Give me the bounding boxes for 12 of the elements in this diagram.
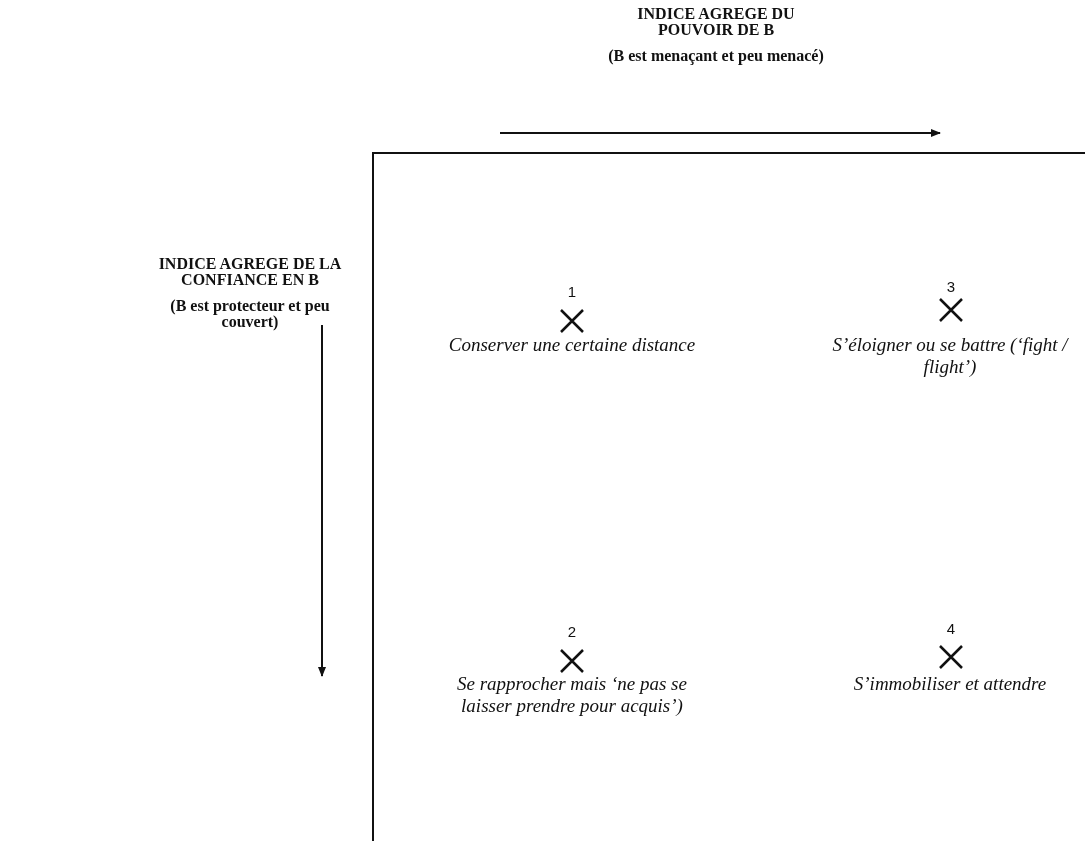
axis-heading: INDICE AGREGE DE LA CONFIANCE EN B xyxy=(157,256,343,288)
strategy-label: S’éloigner ou se battre (‘fight / flight’) xyxy=(831,334,1070,378)
strategy-label: Conserver une certaine distance xyxy=(447,334,697,356)
strategy-label: S’immobiliser et attendre xyxy=(852,673,1048,695)
axis-heading: (B est menaçant et peu menacé) xyxy=(607,48,825,64)
point-number: 2 xyxy=(566,623,578,641)
point-number: 4 xyxy=(945,620,957,638)
axis-heading: (B est protecteur et peu couvert) xyxy=(169,298,331,330)
strategy-label: Se rapprocher mais ‘ne pas se laisser prendre pour acquis’) xyxy=(456,673,688,717)
axis-heading: INDICE AGREGE DU POUVOIR DE B xyxy=(636,6,796,38)
point-number: 3 xyxy=(945,278,957,296)
point-number: 1 xyxy=(566,283,578,301)
